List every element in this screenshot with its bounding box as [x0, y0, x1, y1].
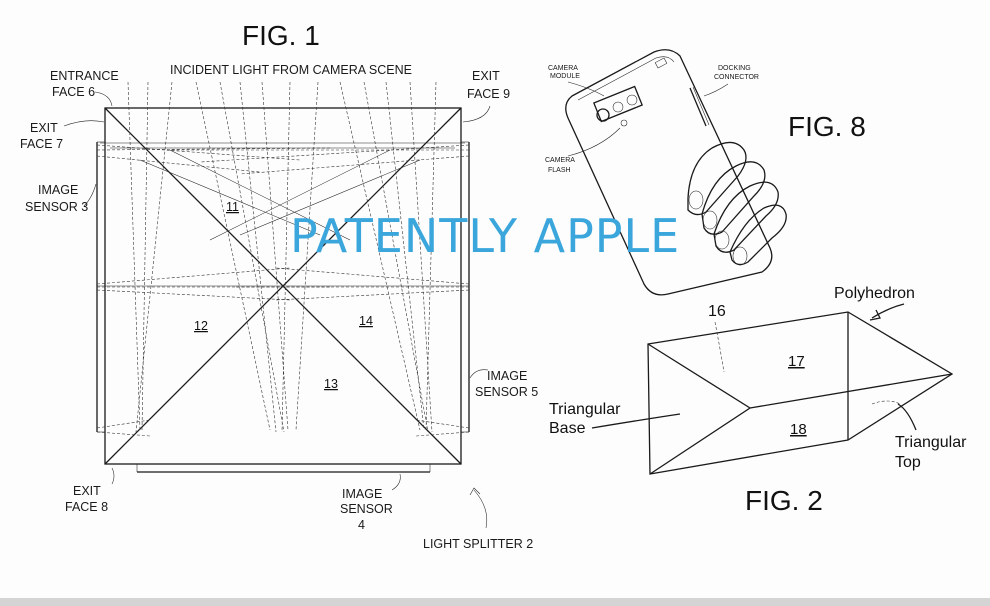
fig2-polyhedron: Polyhedron 16 17 18 Triangular Base Tria… [549, 285, 967, 516]
polyhedron-label: Polyhedron [834, 285, 915, 302]
image-sensor-4-label-2: SENSOR [340, 502, 393, 516]
triangular-base-face [647, 343, 752, 475]
fig8-title: FIG. 8 [788, 111, 866, 142]
exit-face-8-label-2: FACE 8 [65, 500, 108, 514]
camera-lens-1 [596, 108, 610, 122]
region-12-label: 12 [194, 319, 208, 333]
entrance-face-label-1: ENTRANCE [50, 69, 119, 83]
incident-light-label: INCIDENT LIGHT FROM CAMERA SCENE [170, 63, 412, 77]
docking-connector [689, 87, 707, 127]
camera-flash-label-2: FLASH [548, 167, 571, 174]
exit-face-9-label-1: EXIT [472, 69, 500, 83]
label-18: 18 [790, 421, 807, 438]
exit-face-7-label-1: EXIT [30, 121, 58, 135]
image-sensor-5-label-1: IMAGE [487, 369, 527, 383]
light-splitter-label: LIGHT SPLITTER 2 [423, 537, 533, 551]
fig8-phone-in-hand: FIG. 8 CAMERA MODULE DOCKING CONNECTOR [545, 49, 866, 296]
fig2-title: FIG. 2 [745, 485, 823, 516]
image-sensor-3-label-2: SENSOR 3 [25, 200, 88, 214]
exit-face-9-label-2: FACE 9 [467, 87, 510, 101]
bottom-border-strip [0, 598, 990, 606]
camera-module-label-1: CAMERA [548, 65, 578, 72]
camera-flash-label-1: CAMERA [545, 157, 575, 164]
fig1-title: FIG. 1 [242, 20, 320, 51]
label-16: 16 [708, 303, 726, 320]
docking-connector-label-1: DOCKING [718, 65, 751, 72]
region-11-label: 11 [226, 200, 239, 214]
docking-connector-label-2: CONNECTOR [714, 74, 759, 81]
fig1-light-splitter: FIG. 1 INCIDENT LIGHT FROM CAMERA SCENE [20, 20, 538, 551]
incident-rays [127, 81, 437, 433]
camera-module-label-2: MODULE [550, 73, 580, 80]
patently-apple-watermark: PATENTLY APPLE [290, 209, 680, 263]
image-sensor-3-label-1: IMAGE [38, 183, 78, 197]
image-sensor-4-label-3: 4 [358, 518, 365, 532]
region-14-label: 14 [359, 314, 373, 328]
region-13-label: 13 [324, 377, 338, 391]
triangular-base-label-2: Base [549, 420, 586, 437]
exit-face-8-label-1: EXIT [73, 484, 101, 498]
label-17: 17 [788, 353, 805, 370]
camera-lens-2 [612, 101, 624, 113]
image-sensor-4-label-1: IMAGE [342, 487, 382, 501]
triangular-top-label-1: Triangular [895, 434, 967, 451]
reflected-rays [96, 142, 470, 437]
image-sensor-5-label-2: SENSOR 5 [475, 385, 538, 399]
hand-fingers [687, 141, 787, 266]
entrance-face-label-2: FACE 6 [52, 85, 95, 99]
camera-lens-3 [626, 94, 638, 106]
exit-face-7-label-2: FACE 7 [20, 137, 63, 151]
triangular-base-label-1: Triangular [549, 401, 621, 418]
phone-body [565, 49, 773, 296]
prism-middle-edge [749, 373, 953, 409]
triangular-top-label-2: Top [895, 454, 921, 471]
camera-flash [620, 119, 628, 127]
prism-outline [647, 311, 954, 475]
